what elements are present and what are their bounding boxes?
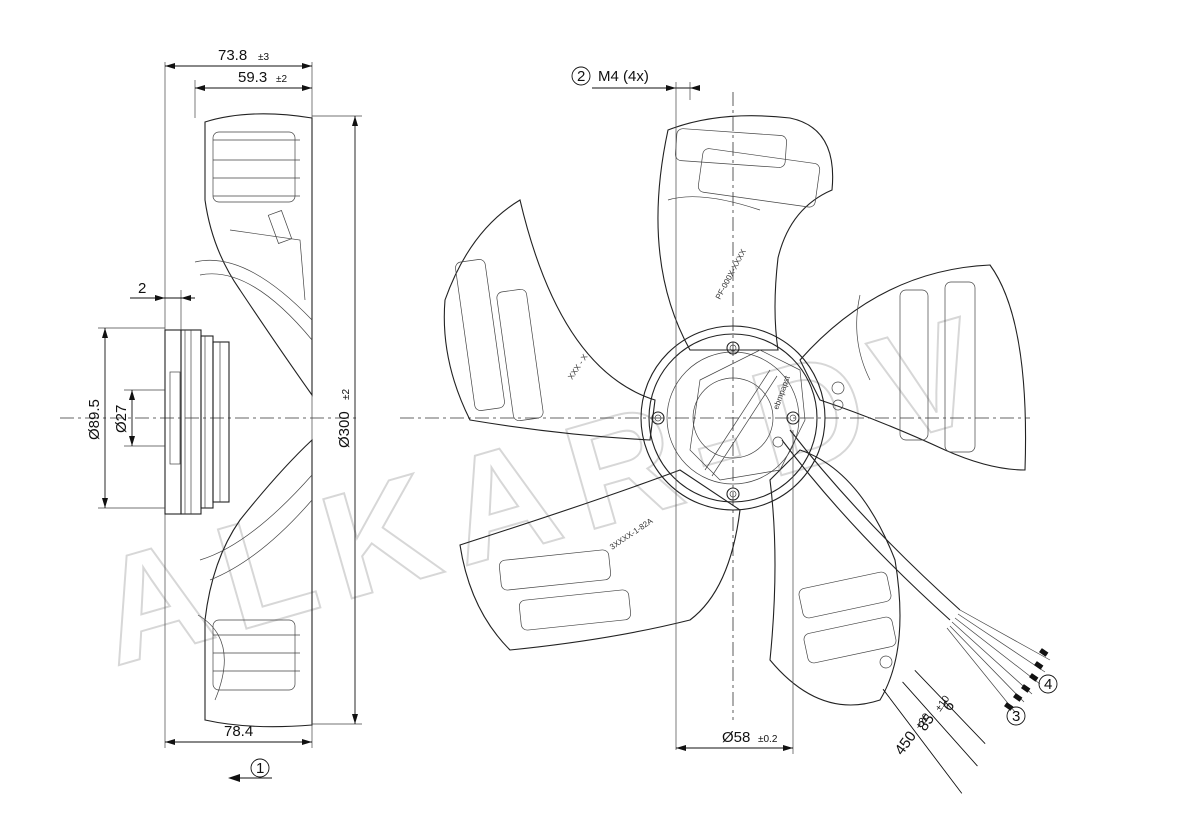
dim-hub-diameter: Ø58 ±0.2 [676, 430, 794, 754]
dim-motor-diameter: Ø89.5 [86, 327, 165, 509]
mount-callout: 2 M4 (4x) [571, 66, 700, 750]
dim-fan-diameter: Ø300 ±2 [312, 115, 362, 725]
dim-total-depth: 73.8 ±3 [165, 47, 312, 69]
airflow-marker: 1 [228, 758, 272, 782]
mount-label: M4 (4x) [598, 68, 649, 85]
svg-text:PF-000X-XXXX: PF-000X-XXXX [714, 247, 748, 301]
side-blade-top [194, 113, 313, 397]
dim-shaft-diameter: Ø27 [113, 389, 165, 447]
svg-text:XXX - X: XXX - X [566, 352, 590, 381]
dim-total-depth-value: 73.8 [218, 47, 247, 64]
marker-4: 4 [1038, 674, 1058, 694]
svg-text:±3: ±3 [258, 52, 269, 63]
dim-fan-diameter-value: Ø300 [336, 411, 353, 448]
dim-motor-diameter-value: Ø89.5 [86, 399, 103, 440]
svg-text:±0.2: ±0.2 [758, 734, 778, 745]
dim-shaft-diameter-value: Ø27 [113, 405, 130, 433]
dim-blade-depth: 59.3 ±2 [194, 69, 312, 118]
dim-blade-depth-value: 59.3 [238, 69, 267, 86]
side-view: 73.8 ±3 59.3 ±2 2 Ø89.5 [60, 47, 362, 782]
svg-text:1: 1 [256, 760, 264, 777]
dim-offset-value: 2 [138, 280, 146, 297]
dim-cable-lengths: 6 85 ±10 450 +20 [882, 670, 986, 794]
svg-text:±2: ±2 [276, 74, 287, 85]
fan-blade-top: PF-000X-XXXX [657, 115, 834, 351]
svg-text:±2: ±2 [341, 389, 352, 400]
motor-body [164, 329, 230, 515]
marker-3: 3 [1006, 706, 1026, 726]
fan-blade-bottom-right [769, 449, 901, 706]
cable-ends [1004, 648, 1049, 711]
svg-text:3: 3 [1012, 708, 1020, 725]
svg-text:4: 4 [1044, 676, 1052, 693]
dim-bottom-depth: 78.4 [165, 723, 312, 745]
dim-offset: 2 [130, 280, 195, 330]
fan-blade-right [799, 264, 1027, 471]
dim-bottom-depth-value: 78.4 [224, 723, 253, 740]
dim-hub-diameter-value: Ø58 [722, 729, 750, 746]
svg-text:85: 85 [914, 711, 938, 734]
side-blade-bottom [197, 438, 313, 728]
svg-text:2: 2 [577, 68, 585, 85]
